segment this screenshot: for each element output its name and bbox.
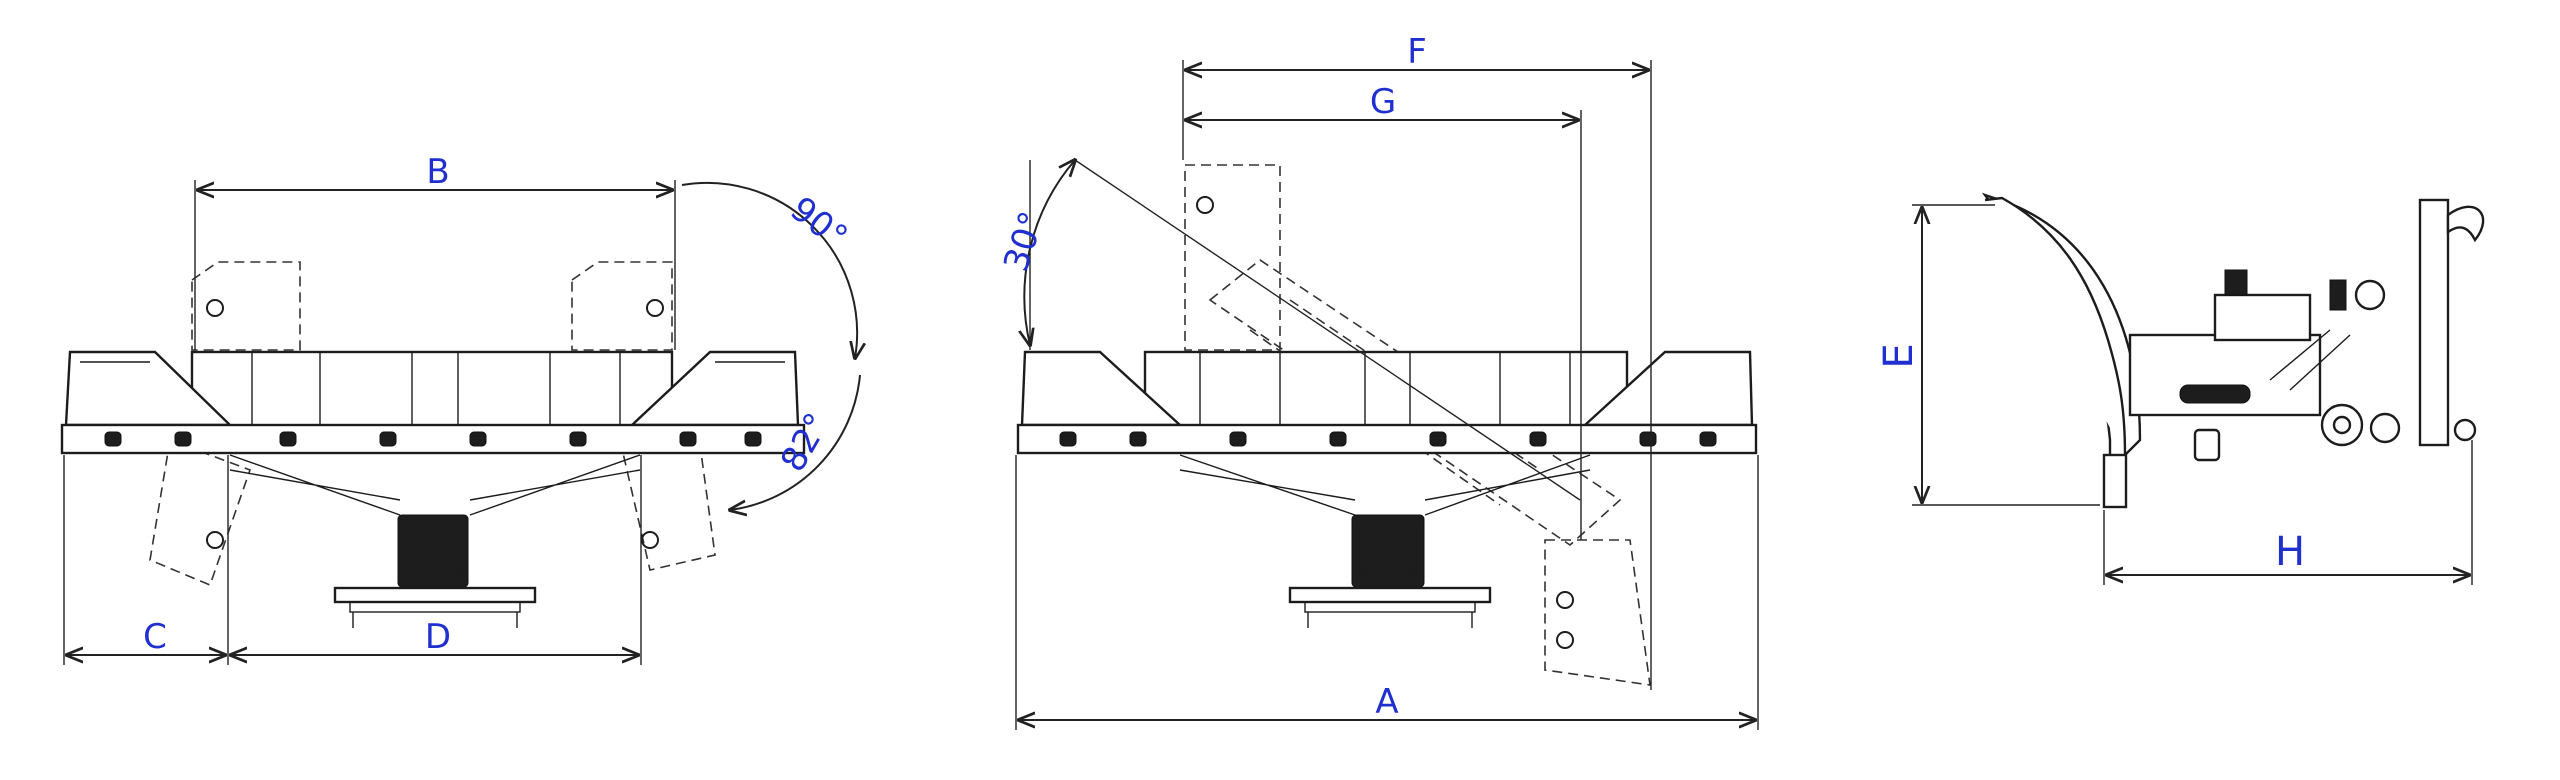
dimension-d: D [231, 455, 642, 665]
dim-label-e: E [1876, 343, 1922, 368]
raised-wing-outline [191, 261, 673, 351]
dimension-b: B [194, 152, 676, 350]
dim-label-a: A [1375, 682, 1398, 722]
center-moldboard [190, 350, 674, 429]
dim-label-f: F [1407, 32, 1427, 72]
dim-label-c: C [143, 617, 167, 657]
hitch-assembly [333, 514, 537, 628]
top-view [1016, 160, 1758, 686]
push-frame [229, 454, 641, 516]
side-view [1981, 192, 2485, 509]
front-view [60, 181, 860, 628]
dim-label-d: D [425, 617, 451, 657]
cutting-edge [60, 423, 806, 455]
dimension-h: H [2103, 440, 2473, 585]
dimension-g: G [1186, 82, 1582, 540]
dim-label-h: H [2275, 529, 2305, 575]
dim-label-b: B [426, 152, 449, 192]
dimension-e: E [1876, 204, 2100, 506]
dimension-c: C [63, 455, 229, 665]
dim-label-g: G [1370, 82, 1396, 122]
dimension-f: F [1182, 32, 1652, 690]
angle-label-90: 90° [783, 189, 855, 258]
dimension-a: A [1015, 455, 1759, 730]
angle-label-30: 30° [996, 207, 1053, 277]
